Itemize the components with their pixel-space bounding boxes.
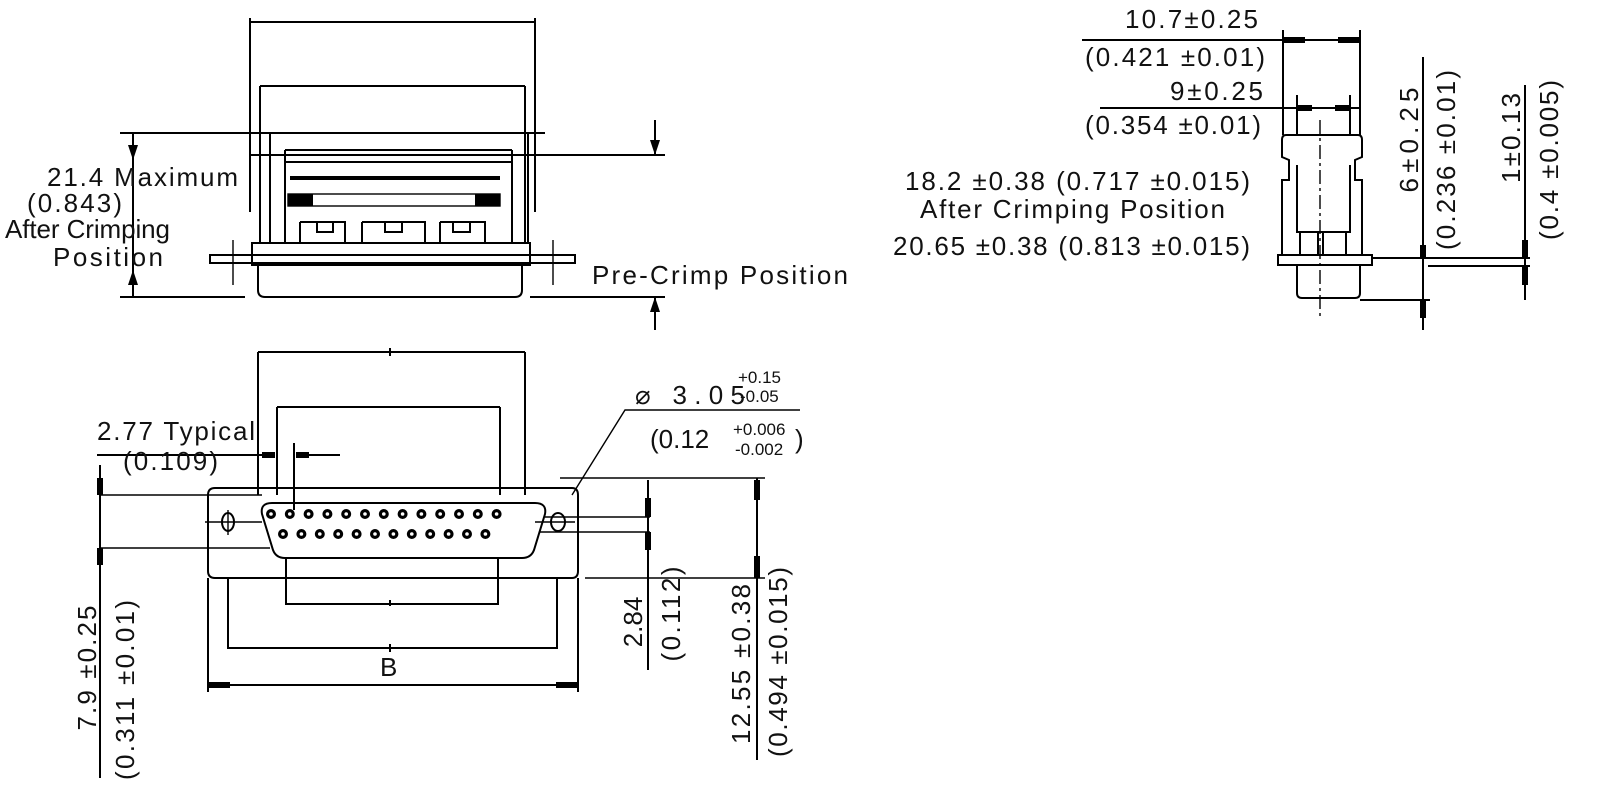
after-crimp-label: After Crimping Position bbox=[920, 194, 1225, 224]
plug-shroud bbox=[257, 265, 523, 298]
after-crimp-dim: 18.2 ±0.38 (0.717 ±0.015) bbox=[905, 166, 1250, 196]
shroud-height-in: (0.236 ±0.01) bbox=[1431, 70, 1461, 250]
pin-center bbox=[428, 532, 433, 536]
pin-center bbox=[336, 532, 341, 536]
flange-thickness-in: (0.4 ±0.005) bbox=[1534, 80, 1564, 240]
pin-center bbox=[410, 532, 414, 536]
shell-outline bbox=[207, 487, 579, 579]
shell-height-mm: 12.55 ±0.38 bbox=[726, 584, 756, 744]
side-extension-lines bbox=[1360, 257, 1530, 301]
mount-hole-centers bbox=[232, 240, 554, 285]
pin-center bbox=[446, 532, 451, 536]
pin-center bbox=[400, 512, 405, 516]
height-arrows-front bbox=[97, 478, 103, 565]
outer-width-arrows bbox=[1283, 37, 1360, 43]
pin-center bbox=[465, 532, 469, 536]
side-flange bbox=[1277, 254, 1373, 266]
contact-end-left bbox=[288, 194, 313, 206]
shell-height-arrows bbox=[754, 480, 760, 578]
pin-center bbox=[299, 532, 304, 536]
pre-crimp-dim: 20.65 ±0.38 (0.813 ±0.015) bbox=[893, 231, 1250, 261]
cover-outline-front bbox=[257, 348, 526, 495]
hole-dia-in-close: ) bbox=[795, 424, 804, 454]
pin-center bbox=[382, 512, 386, 516]
position-label: Position bbox=[53, 242, 163, 272]
hole-tol-plus-mm: +0.15 bbox=[738, 368, 781, 387]
inner-width-in: (0.354 ±0.01) bbox=[1085, 110, 1261, 140]
height-mm: 7.9 ±0.25 bbox=[72, 606, 102, 731]
pin-center bbox=[354, 532, 359, 536]
pitch-arrows bbox=[262, 452, 309, 458]
pin-center bbox=[288, 512, 292, 516]
pin-center bbox=[476, 512, 480, 516]
pin-center bbox=[306, 512, 311, 516]
pin-center bbox=[344, 512, 349, 516]
contact-strip bbox=[290, 176, 500, 180]
contact-bar bbox=[287, 193, 501, 207]
pin-array bbox=[266, 509, 502, 539]
pitch-in: (0.109) bbox=[123, 446, 218, 476]
inner-width-arrows bbox=[1297, 105, 1350, 111]
pin-center bbox=[318, 532, 322, 536]
pre-crimp-label: Pre-Crimp Position bbox=[592, 260, 848, 290]
flange-arrows bbox=[1522, 240, 1528, 285]
shroud-height-mm: 6±0.25 bbox=[1394, 88, 1424, 193]
row-spacing-arrows bbox=[645, 498, 651, 550]
hole-tol-minus-mm: -0.05 bbox=[740, 387, 779, 406]
rear-outer-rect bbox=[227, 578, 558, 652]
pin-center bbox=[457, 512, 461, 516]
hole-tol-plus-in: +0.006 bbox=[733, 420, 785, 439]
max-height-mm: 21.4 Maximum bbox=[47, 162, 238, 192]
inner-width-mm: 9±0.25 bbox=[1170, 76, 1263, 106]
pin-center bbox=[269, 512, 273, 516]
mount-flange bbox=[209, 254, 576, 264]
after-crimping-label: After Crimping bbox=[5, 214, 170, 244]
height-in: (0.311 ±0.01) bbox=[110, 600, 140, 780]
pin-center bbox=[281, 532, 285, 536]
width-dim-line bbox=[207, 578, 579, 692]
outer-width-mm: 10.7±0.25 bbox=[1125, 4, 1258, 34]
d-sub-face bbox=[260, 502, 547, 559]
hole-leader bbox=[571, 409, 800, 496]
hole-dia-mm: ⌀ 3.05 bbox=[635, 380, 745, 410]
pin-center bbox=[373, 532, 377, 536]
extension-lines bbox=[120, 132, 665, 156]
width-label: B bbox=[380, 652, 397, 682]
cover-inner bbox=[259, 85, 526, 243]
row-spacing-in: (0.112) bbox=[656, 567, 686, 662]
row-spacing-mm: 2.84 bbox=[618, 597, 648, 648]
side-shroud bbox=[1296, 265, 1361, 299]
shroud-height-arrows bbox=[1420, 245, 1426, 318]
pin-center bbox=[483, 532, 488, 536]
width-extension-lines bbox=[1282, 30, 1361, 135]
side-profile bbox=[1281, 134, 1363, 255]
pin-center bbox=[438, 512, 443, 516]
shell-height-in: (0.494 ±0.015) bbox=[763, 567, 793, 757]
pin-center bbox=[363, 512, 367, 516]
strain-relief-tabs bbox=[299, 221, 486, 243]
pin-center bbox=[419, 512, 424, 516]
top-view: 21.4 Maximum (0.843) After Crimping Posi… bbox=[5, 18, 848, 330]
pitch-mm: 2.77 Typical bbox=[97, 416, 255, 446]
front-view: 2.77 Typical (0.109) B ⌀ 3.05 +0.15 -0.0… bbox=[72, 348, 804, 780]
center-lines bbox=[100, 477, 765, 579]
pin-center bbox=[391, 532, 396, 536]
hole-tol-minus-in: -0.002 bbox=[735, 440, 783, 459]
flange-thickness-mm: 1±0.13 bbox=[1496, 93, 1526, 183]
outer-width-in: (0.421 ±0.01) bbox=[1085, 42, 1265, 72]
cover-inner-front bbox=[276, 406, 501, 495]
rear-inner-rect bbox=[285, 558, 499, 606]
max-height-in: (0.843) bbox=[27, 188, 122, 218]
side-view: 10.7±0.25 (0.421 ±0.01) 9±0.25 (0.354 ±0… bbox=[893, 4, 1564, 330]
contact-end-right bbox=[475, 194, 500, 206]
cover-outline bbox=[249, 18, 536, 212]
pin-center bbox=[325, 512, 330, 516]
hole-dia-in: (0.12 bbox=[650, 424, 709, 454]
pin-center bbox=[494, 512, 499, 516]
housing-inner bbox=[269, 133, 529, 243]
